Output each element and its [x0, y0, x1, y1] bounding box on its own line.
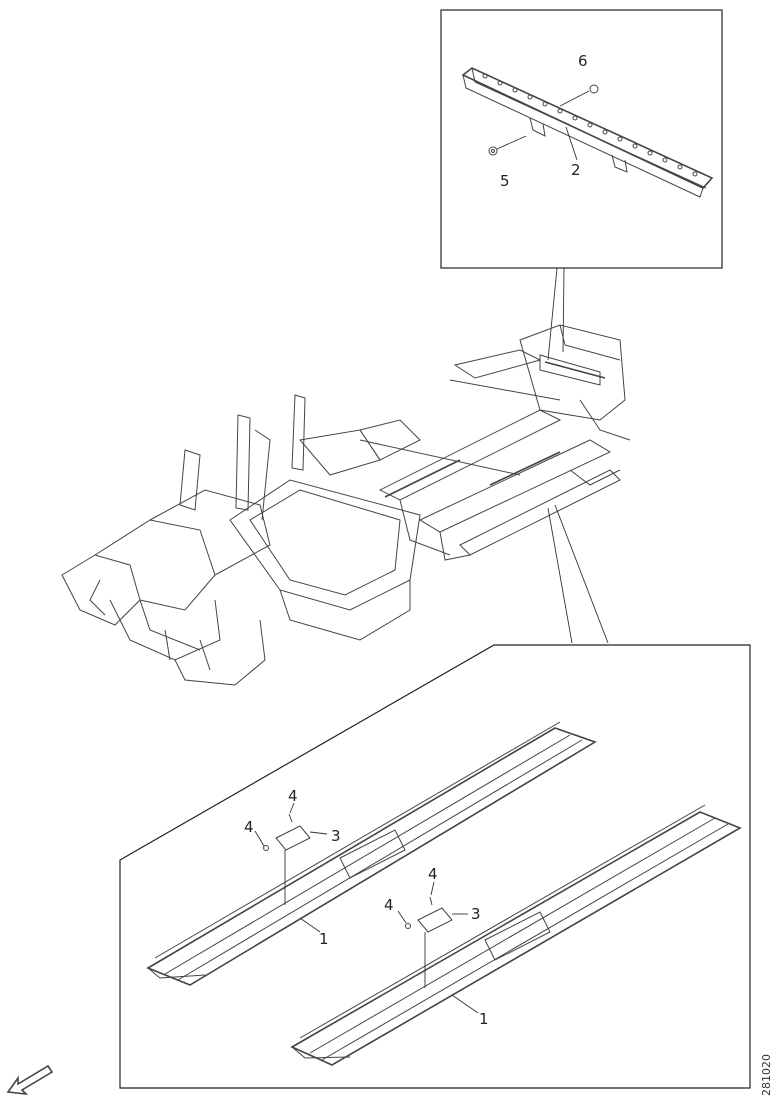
callout-6: 6 — [578, 52, 588, 70]
callout-4: 4 — [428, 865, 438, 883]
callout-3: 3 — [331, 827, 341, 845]
callout-1: 1 — [479, 1010, 489, 1028]
bracket-part-3-upper — [275, 825, 328, 905]
bracket-part-3-lower — [417, 907, 468, 988]
document-number: 281020 — [760, 1054, 773, 1096]
callout-4: 4 — [384, 896, 394, 914]
callout-5: 5 — [500, 172, 510, 190]
vehicle-underbody-frame — [61, 324, 631, 686]
callout-3: 3 — [471, 905, 481, 923]
detail-inset-bottom — [119, 644, 751, 1089]
callout-1: 1 — [319, 930, 329, 948]
callout-4: 4 — [288, 787, 298, 805]
rocker-panel-part-1-lower — [290, 804, 742, 1066]
cross-member-part-2 — [461, 67, 714, 198]
fastener-part-4-lower — [397, 881, 435, 929]
front-direction-arrow-icon — [6, 1064, 54, 1096]
callout-4: 4 — [244, 818, 254, 836]
rocker-panel-part-1-upper — [146, 721, 597, 986]
nut-part-5 — [488, 135, 527, 156]
fastener-part-4-upper — [254, 802, 295, 851]
callout-2: 2 — [571, 161, 581, 179]
bolt-part-6 — [559, 84, 599, 107]
